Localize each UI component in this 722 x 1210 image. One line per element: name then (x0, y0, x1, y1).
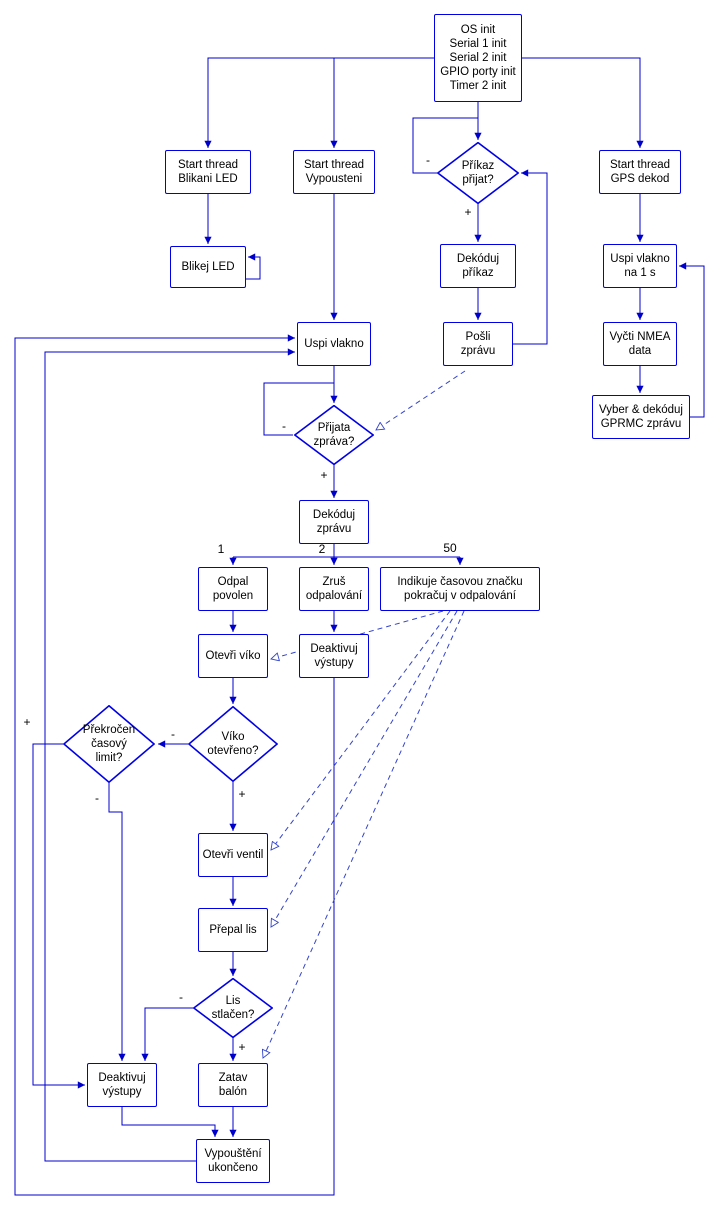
node-dekoduj-prikaz: Dekóduj příkaz (440, 244, 516, 288)
node-uspi-vlakno-1s: Uspi vlakno na 1 s (603, 244, 677, 288)
node-prekrocen-limit-label: Překročen časový limit? (82, 723, 136, 764)
diamond-shape (294, 405, 374, 465)
node-odpal-povolen-label: Odpal povolen (212, 575, 254, 602)
edge-ukonceno-uspi-loop (44, 348, 295, 1162)
edge-label-prikaz-minus: - (426, 153, 430, 167)
edge-limitplus-deaktivujbl (32, 743, 85, 1089)
edge-label-lis-plus: + (238, 1040, 246, 1054)
edge-label-viko-minus: - (171, 727, 175, 741)
edge-lisminus-deaktivujbl (141, 1007, 193, 1061)
node-prikaz-prijat: Příkaz přijat? (437, 142, 519, 204)
edge-label-prijata-minus: - (282, 419, 286, 433)
node-prijata-zprava: Přijata zpráva? (294, 405, 374, 465)
node-zatav-balon: Zatav balón (198, 1063, 268, 1107)
node-start-thread-gps: Start thread GPS dekod (599, 150, 681, 194)
dashed-indikuje-ventil (271, 610, 451, 850)
dashed-indikuje-prepal (271, 610, 458, 927)
node-deaktivuj-vystupy-bottom: Deaktivuj výstupy (87, 1063, 157, 1107)
edge-label-prijata-plus: + (320, 468, 328, 482)
node-blikej-led-label: Blikej LED (181, 260, 235, 273)
node-otevri-ventil: Otevři ventil (198, 833, 268, 877)
node-uspi-vlakno-1s-label: Uspi vlakno na 1 s (610, 252, 670, 279)
node-lis-stlacen: Lis stlačen? (193, 978, 273, 1038)
edge-label-branch-50: 50 (443, 541, 457, 555)
dashed-posli-prijata (376, 370, 466, 430)
edge-label-limit-minus: - (95, 791, 99, 805)
node-prepal-lis-label: Přepal lis (209, 923, 257, 936)
diamond-shape (437, 142, 519, 204)
diamond-shape (188, 706, 278, 782)
node-start-thread-blikani-label: Start thread Blikani LED (177, 158, 239, 185)
node-deaktivuj-vystupy-bottom-label: Deaktivuj výstupy (98, 1071, 146, 1098)
edge-label-limit-plus: + (23, 715, 31, 729)
node-lis-stlacen-label: Lis stlačen? (211, 994, 255, 1021)
edge-label-prikaz-plus: + (464, 205, 472, 219)
node-dekoduj-zpravu-label: Dekóduj zprávu (312, 508, 356, 535)
edge-deaktivuj-uspi-loop (14, 334, 335, 1196)
node-otevri-ventil-label: Otevři ventil (202, 848, 264, 861)
node-vyber-gprmc-label: Vyber & dekóduj GPRMC zprávu (599, 403, 683, 430)
node-indikuje-znacku: Indikuje časovou značku pokračuj v odpal… (380, 567, 540, 611)
node-start-thread-gps-label: Start thread GPS dekod (609, 158, 671, 185)
node-posli-zpravu-label: Pošli zprávu (460, 330, 496, 357)
edge-deaktivujbl-ukonceno (121, 1107, 219, 1137)
edge-blikej-selfloop (246, 253, 261, 280)
node-zrus-odpalovani-label: Zruš odpalování (305, 575, 363, 602)
node-vypousteni-ukonceno: Vypouštění ukončeno (196, 1139, 270, 1183)
node-deaktivuj-vystupy-mid-label: Deaktivuj výstupy (310, 642, 358, 669)
node-prijata-zprava-label: Přijata zpráva? (313, 421, 355, 448)
node-zatav-balon-label: Zatav balón (218, 1071, 248, 1098)
node-dekoduj-zpravu: Dekóduj zprávu (299, 500, 369, 544)
node-dekoduj-prikaz-label: Dekóduj příkaz (456, 252, 500, 279)
node-zrus-odpalovani: Zruš odpalování (299, 567, 369, 611)
node-indikuje-znacku-label: Indikuje časovou značku pokračuj v odpal… (397, 575, 523, 602)
node-deaktivuj-vystupy-mid: Deaktivuj výstupy (299, 634, 369, 678)
node-prikaz-prijat-label: Příkaz přijat? (461, 159, 495, 186)
node-uspi-vlakno: Uspi vlakno (297, 322, 371, 366)
node-viko-otevreno-label: Víko otevřeno? (207, 730, 259, 757)
edge-osinit-gps (522, 57, 644, 148)
node-vycti-nmea: Vyčti NMEA data (603, 322, 677, 366)
node-blikej-led: Blikej LED (170, 246, 246, 288)
edge-osinit-blikani (204, 57, 434, 148)
edge-prikaz-minus-loop (412, 117, 478, 174)
edge-label-viko-plus: + (238, 787, 246, 801)
node-vycti-nmea-label: Vyčti NMEA data (609, 330, 671, 357)
node-start-thread-vypousteni-label: Start thread Vypousteni (303, 158, 365, 185)
diamond-shape (193, 978, 273, 1038)
node-vyber-gprmc: Vyber & dekóduj GPRMC zprávu (592, 395, 690, 439)
edge-prijata-minus-loop (263, 382, 334, 436)
node-viko-otevreno: Víko otevřeno? (188, 706, 278, 782)
node-start-thread-vypousteni: Start thread Vypousteni (293, 150, 375, 194)
edge-limitminus-deaktivujbl (108, 783, 126, 1061)
edge-label-branch-1: 1 (217, 542, 225, 556)
node-vypousteni-ukonceno-label: Vypouštění ukončeno (204, 1147, 262, 1174)
node-otevri-viko: Otevři víko (198, 634, 268, 678)
node-prekrocen-limit: Překročen časový limit? (63, 705, 155, 783)
edge-label-lis-minus: - (179, 990, 183, 1004)
node-os-init: OS init Serial 1 init Serial 2 init GPIO… (434, 14, 522, 102)
node-uspi-vlakno-label: Uspi vlakno (304, 337, 364, 350)
node-os-init-label: OS init Serial 1 init Serial 2 init GPIO… (440, 23, 516, 93)
edge-label-branch-2: 2 (318, 542, 326, 556)
dashed-indikuje-zatav (263, 610, 465, 1058)
diamond-shape (63, 705, 155, 783)
edge-posli-prikaz-loop (513, 169, 548, 345)
node-prepal-lis: Přepal lis (198, 908, 268, 952)
node-otevri-viko-label: Otevři víko (205, 649, 261, 662)
node-start-thread-blikani: Start thread Blikani LED (165, 150, 251, 194)
edge-gprmc-uspi1s-loop (679, 262, 705, 418)
node-posli-zpravu: Pošli zprávu (443, 322, 513, 366)
node-odpal-povolen: Odpal povolen (198, 567, 268, 611)
